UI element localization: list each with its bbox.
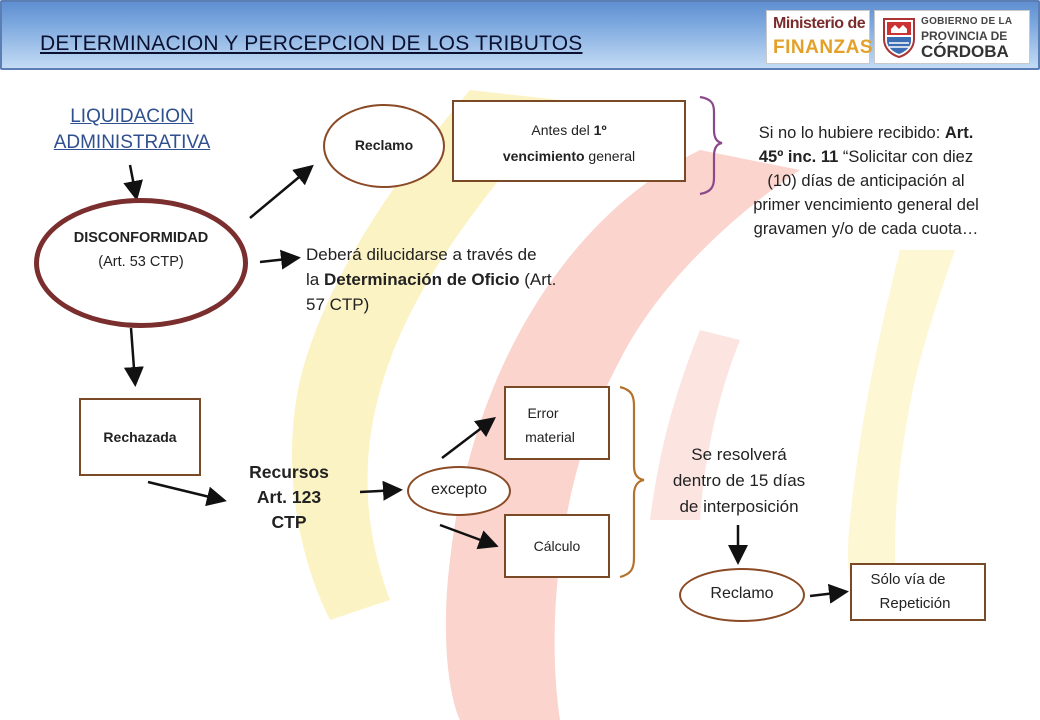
si-no-l1-pre: Si no lo hubiere recibido: [758,124,945,142]
bracket-bottom [619,385,645,579]
se-resolvera-text: Se resolverá dentro de 15 días de interp… [644,442,834,520]
reclamo-bottom-node [679,568,805,622]
recursos-text: Recursos Art. 123 CTP [232,460,346,535]
solo-via-repeticion-box [850,563,986,621]
recursos-line1: Recursos [249,462,329,482]
arrow-recursos-to-excepto [359,480,403,501]
debera-l3: 57 CTP) [306,295,370,314]
disconformidad-node [34,198,248,328]
antes-post: general [584,148,636,164]
antes-bold1: 1º [593,122,607,138]
debera-l2-bold: Determinación de Oficio [323,270,520,289]
coat-of-arms-icon [883,18,915,59]
calculo-box [504,514,610,578]
page-title: DETERMINACION Y PERCEPCION DE LOS TRIBUT… [40,32,583,55]
solo-via-line2: Repetición [879,595,951,612]
disconformidad-text: DISCONFORMIDAD (Art. 53 CTP) [30,226,252,274]
error-material-text: Error material [495,401,605,449]
liquidacion-administrativa-label: LIQUIDACION ADMINISTRATIVA [28,104,236,156]
antes-pre: Antes del [531,122,594,138]
rechazada-box [79,398,201,476]
arrow-rechazada-to-recursos [147,480,227,507]
arrow-disconformidad-to-rechazada [123,327,144,387]
arrow-disconformidad-to-reclamo [249,164,314,219]
arrow-reclamo-to-solo-via [809,583,849,604]
debera-dilucidarse-text: Deberá dilucidarse a través de la Determ… [306,242,556,317]
ministerio-finanzas-logo: Ministerio de FINANZAS [766,10,874,64]
si-no-l1-bold: Art. [944,124,974,142]
resolvera-line3: de interposición [679,497,799,516]
antes-bold2: vencimiento [502,148,585,164]
arrow-excepto-to-calculo [439,523,499,550]
debera-l2-post: (Art. [519,270,557,289]
reclamo-top-node [323,104,445,188]
si-no-l2-post: “Solicitar con diez [838,148,974,166]
si-no-l2-bold: 45º inc. 11 [758,148,839,166]
solo-via-line1: Sólo vía de [870,571,946,588]
solo-via-text: Sólo vía de Repetición [844,568,986,616]
calculo-label: Cálculo [533,538,581,554]
liquidacion-line2: ADMINISTRATIVA [53,132,211,153]
si-no-recibido-text: Si no lo hubiere recibido: Art. 45º inc.… [700,121,1032,241]
resolvera-line1: Se resolverá [691,445,787,464]
logo-gobierno-line2: PROVINCIA DE [921,29,1008,43]
si-no-l5: gravamen y/o de cada cuota… [753,220,979,238]
background-yellow-right [848,250,955,620]
debera-l2-pre: la [306,270,324,289]
arrow-disconformidad-to-debera [259,249,301,270]
excepto-node [407,466,511,516]
gobierno-cordoba-logo: GOBIERNO DE LA PROVINCIA DE CÓRDOBA [874,10,1030,64]
si-no-l3: (10) días de anticipación al [767,172,965,190]
error-material-box [504,386,610,460]
arrow-liquidacion-to-disconformidad [123,164,143,201]
bracket-top [699,95,723,196]
liquidacion-line1: LIQUIDACION [70,106,194,127]
si-no-l4: primer vencimiento general del [753,196,979,214]
resolvera-line2: dentro de 15 días [672,471,806,490]
background-red-right [650,330,740,520]
header-bar: DETERMINACION Y PERCEPCION DE LOS TRIBUT… [0,0,1040,70]
reclamo-top-label: Reclamo [354,137,414,153]
logo-gobierno-line1: GOBIERNO DE LA [921,16,1013,27]
background-yellow-sweep [291,90,560,620]
logo-gobierno-line3: CÓRDOBA [921,42,1009,61]
recursos-line2: Art. 123 [256,487,322,507]
error-line2: material [525,429,575,445]
reclamo-bottom-label: Reclamo [710,585,774,602]
arrow-excepto-to-error [441,416,496,459]
logo-ministerio-text: Ministerio de [773,15,866,32]
rechazada-label: Rechazada [103,429,177,445]
debera-l1: Deberá dilucidarse a través de [306,245,537,264]
disconformidad-line1: DISCONFORMIDAD [73,230,209,246]
antes-vencimiento-text: Antes del 1º vencimiento general [452,117,686,169]
logo-finanzas-text: FINANZAS [773,37,874,58]
excepto-label: excepto [430,481,488,498]
antes-vencimiento-box [452,100,686,182]
recursos-line3: CTP [271,512,307,532]
error-line1: Error [527,405,559,421]
disconformidad-line2: (Art. 53 CTP) [98,254,184,270]
